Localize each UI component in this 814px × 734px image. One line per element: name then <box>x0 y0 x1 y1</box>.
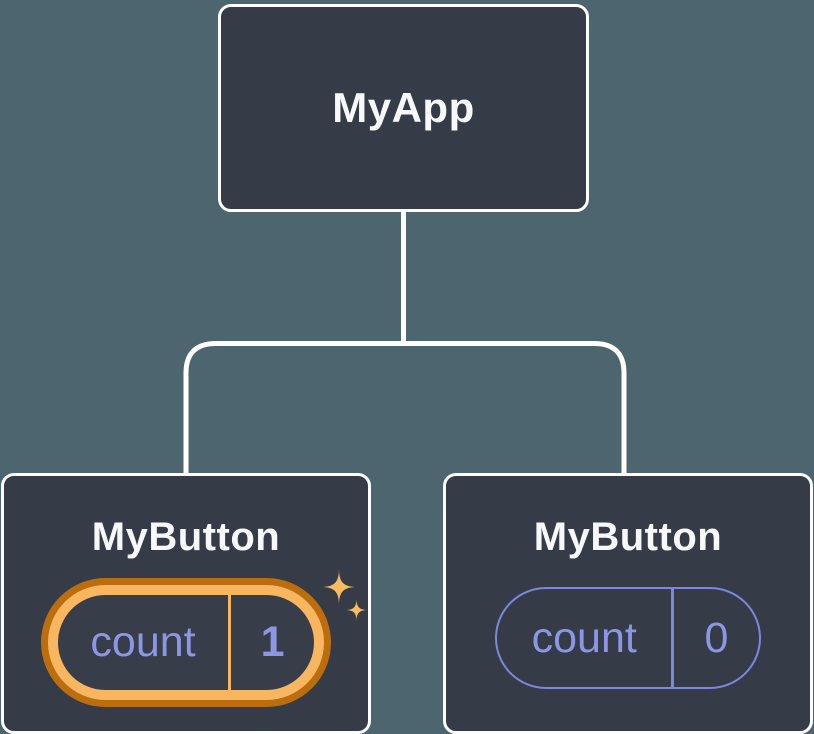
pill-divider <box>228 595 232 690</box>
node-mybutton-unchanged-label: MyButton <box>533 515 723 559</box>
node-mybutton-unchanged: MyButton count 0 <box>443 473 813 734</box>
state-name-label: count <box>90 618 196 666</box>
state-value: 0 <box>704 613 729 662</box>
state-pill-updated: count 1 <box>58 595 314 690</box>
node-myapp-label: MyApp <box>332 84 475 131</box>
node-mybutton-updated: MyButton count 1 <box>1 473 371 734</box>
state-pill-unchanged: count 0 <box>495 587 761 689</box>
state-highlight-ring-outer: count 1 <box>41 578 331 707</box>
state-value: 1 <box>260 618 285 666</box>
node-mybutton-updated-label: MyButton <box>91 515 281 559</box>
pill-divider <box>671 589 674 687</box>
node-myapp: MyApp <box>218 4 589 212</box>
state-name-label: count <box>531 613 637 662</box>
state-highlight-ring-inner: count 1 <box>48 585 324 700</box>
